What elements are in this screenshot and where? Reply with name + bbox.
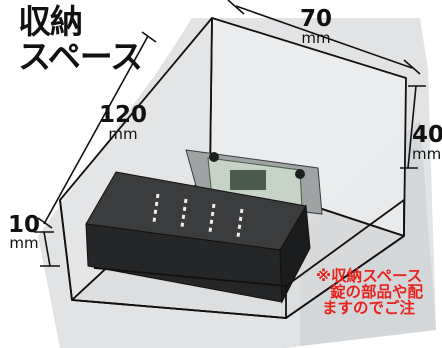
height-dimension-line — [407, 85, 417, 169]
title-line-1: 収納 — [18, 2, 83, 41]
height-unit: mm — [412, 145, 442, 163]
lock-sensor — [230, 170, 266, 190]
note-line-3: ますのでご注 — [322, 299, 416, 317]
depth-unit: mm — [108, 125, 138, 143]
dimension-lines — [34, 0, 426, 267]
depth-dimension-line — [43, 35, 149, 225]
base-dimension-line — [43, 231, 51, 267]
box-front-outline — [59, 199, 405, 319]
height-value: 40 — [412, 122, 442, 148]
width-unit: mm — [301, 29, 331, 47]
lock-screw — [209, 152, 219, 162]
note-line-2: 錠の部品や配 — [330, 283, 424, 301]
title-line-2: スペース — [18, 37, 143, 76]
lock-assembly — [85, 149, 323, 304]
base-value: 10 — [7, 212, 40, 238]
width-value: 70 — [299, 6, 332, 32]
width-dimension-line — [235, 5, 413, 69]
lock-screw — [295, 169, 305, 179]
depth-value: 120 — [98, 102, 147, 128]
note-line-1: ※収納スペース — [316, 267, 423, 285]
base-unit: mm — [9, 234, 39, 252]
